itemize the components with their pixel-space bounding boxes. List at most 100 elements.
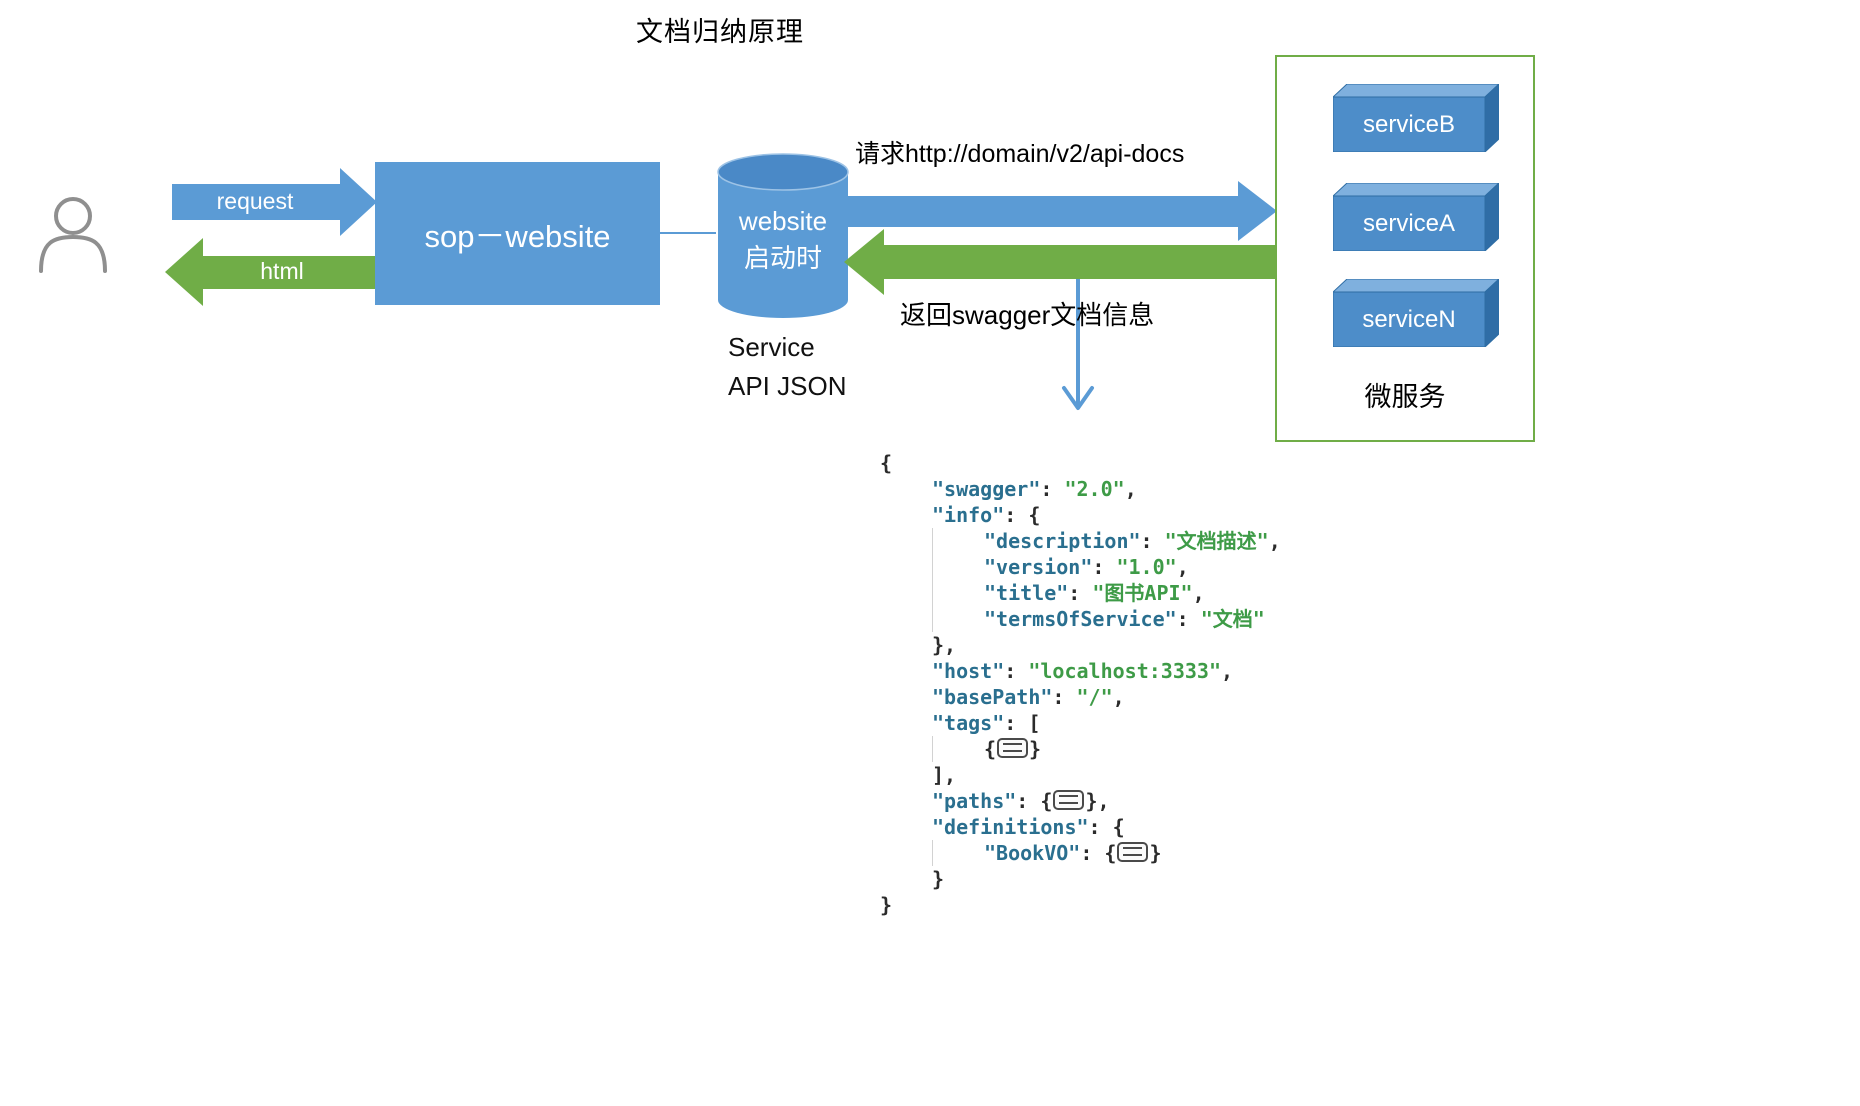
json-punct: : bbox=[1016, 789, 1041, 813]
json-punct: { bbox=[1040, 789, 1053, 813]
json-value: "localhost:3333" bbox=[1028, 659, 1221, 683]
json-punct: ], bbox=[932, 763, 957, 787]
json-punct: }, bbox=[1085, 789, 1110, 813]
indent-guide bbox=[932, 840, 984, 866]
json-punct: } bbox=[932, 867, 945, 891]
json-punct: , bbox=[1176, 555, 1189, 579]
json-punct: , bbox=[1268, 529, 1281, 553]
json-value: "图书API" bbox=[1092, 581, 1193, 605]
code-line: "version": "1.0", bbox=[880, 554, 1281, 580]
json-key: "termsOfService" bbox=[984, 607, 1177, 631]
return-swagger-label: 返回swagger文档信息 bbox=[900, 300, 1155, 330]
code-line: "info": { bbox=[880, 502, 1281, 528]
json-key: "basePath" bbox=[932, 685, 1053, 709]
sop-website-label: sop－website bbox=[424, 219, 611, 254]
cylinder-label-line2: 启动时 bbox=[743, 243, 822, 273]
collapsed-code-icon[interactable] bbox=[1117, 842, 1149, 862]
json-punct: , bbox=[1221, 659, 1234, 683]
json-punct: } bbox=[1149, 841, 1162, 865]
json-punct: } bbox=[1029, 737, 1042, 761]
code-line: } bbox=[880, 892, 1281, 918]
swagger-json-code: {"swagger": "2.0","info": {"description"… bbox=[880, 450, 1281, 918]
cube-icon bbox=[1331, 181, 1501, 253]
json-key: "swagger" bbox=[932, 477, 1041, 501]
indent-guide bbox=[932, 554, 984, 580]
code-line: { bbox=[880, 450, 1281, 476]
service-api-json-line2: API JSON bbox=[728, 371, 847, 401]
json-value: "2.0" bbox=[1064, 477, 1125, 501]
indent-guide bbox=[880, 762, 932, 788]
json-punct: : bbox=[1140, 529, 1165, 553]
json-key: "definitions" bbox=[932, 815, 1089, 839]
json-punct: : { bbox=[1004, 503, 1041, 527]
service-label: serviceB bbox=[1362, 110, 1456, 138]
code-line: "termsOfService": "文档" bbox=[880, 606, 1281, 632]
json-punct: : bbox=[1080, 841, 1105, 865]
code-line: "definitions": { bbox=[880, 814, 1281, 840]
json-punct: { bbox=[1104, 841, 1117, 865]
json-value: "1.0" bbox=[1116, 555, 1177, 579]
api-docs-request-arrow bbox=[846, 181, 1277, 241]
cube-icon bbox=[1331, 277, 1501, 349]
indent-guide bbox=[880, 658, 932, 684]
json-key: "title" bbox=[984, 581, 1069, 605]
collapsed-code-icon[interactable] bbox=[1053, 790, 1085, 810]
indent-guide bbox=[880, 528, 932, 554]
indent-guide bbox=[880, 554, 932, 580]
sop-website-box: sop－website bbox=[375, 162, 660, 305]
user-icon bbox=[39, 197, 107, 273]
service-label: serviceA bbox=[1362, 209, 1456, 237]
code-line: "host": "localhost:3333", bbox=[880, 658, 1281, 684]
cylinder-label-line1: website bbox=[738, 206, 828, 236]
json-punct: : bbox=[1040, 477, 1065, 501]
json-punct: }, bbox=[932, 633, 957, 657]
json-punct: : bbox=[1092, 555, 1117, 579]
code-line: ], bbox=[880, 762, 1281, 788]
indent-guide bbox=[880, 606, 932, 632]
json-punct: : bbox=[1004, 659, 1029, 683]
indent-guide bbox=[880, 866, 932, 892]
indent-guide bbox=[932, 580, 984, 606]
indent-guide bbox=[880, 736, 932, 762]
json-key: "version" bbox=[984, 555, 1093, 579]
request-url-label: 请求http://domain/v2/api-docs bbox=[855, 140, 1185, 168]
collapsed-code-icon[interactable] bbox=[997, 738, 1029, 758]
indent-guide bbox=[880, 632, 932, 658]
html-arrow-label: html bbox=[260, 258, 304, 284]
service-label: serviceN bbox=[1362, 305, 1456, 333]
code-line: "paths": {}, bbox=[880, 788, 1281, 814]
code-line: {} bbox=[880, 736, 1281, 762]
json-punct: , bbox=[1124, 477, 1137, 501]
swagger-return-arrow bbox=[844, 229, 1277, 295]
service-box-serviceN: serviceN bbox=[1331, 277, 1501, 349]
indent-guide bbox=[880, 476, 932, 502]
json-punct: : bbox=[1176, 607, 1201, 631]
json-punct: : bbox=[1068, 581, 1093, 605]
json-key: "host" bbox=[932, 659, 1005, 683]
code-line: }, bbox=[880, 632, 1281, 658]
json-key: "description" bbox=[984, 529, 1141, 553]
request-arrow-label: request bbox=[216, 188, 294, 214]
indent-guide bbox=[932, 528, 984, 554]
indent-guide bbox=[880, 814, 932, 840]
code-line: "BookVO": {} bbox=[880, 840, 1281, 866]
cylinder-label: website 启动时 bbox=[716, 203, 850, 277]
code-line: "description": "文档描述", bbox=[880, 528, 1281, 554]
json-punct: : { bbox=[1088, 815, 1125, 839]
code-line: "title": "图书API", bbox=[880, 580, 1281, 606]
json-value: "/" bbox=[1076, 685, 1113, 709]
json-punct: : bbox=[1052, 685, 1077, 709]
json-key: "paths" bbox=[932, 789, 1017, 813]
json-punct: , bbox=[1112, 685, 1125, 709]
json-punct: { bbox=[880, 451, 893, 475]
code-line: } bbox=[880, 866, 1281, 892]
json-punct: : [ bbox=[1004, 711, 1041, 735]
indent-guide bbox=[932, 736, 984, 762]
json-key: "info" bbox=[932, 503, 1005, 527]
page-title: 文档归纳原理 bbox=[636, 17, 804, 47]
microservices-box: serviceB serviceA serviceN 微服务 bbox=[1275, 55, 1535, 442]
service-api-json-line1: Service bbox=[728, 332, 815, 362]
json-value: "文档描述" bbox=[1164, 529, 1269, 553]
indent-guide bbox=[880, 580, 932, 606]
